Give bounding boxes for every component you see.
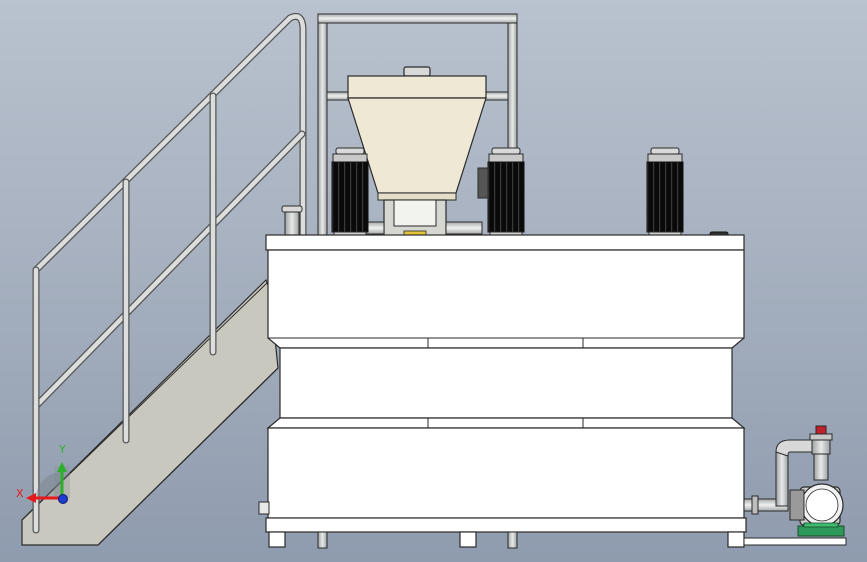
hopper-cone [347,97,487,194]
y-axis-label: Y [59,443,66,456]
dosing-tank [258,234,747,549]
tank-base [265,517,747,533]
hopper-lid [347,75,487,99]
stair-handrail [32,12,307,534]
mixer-motor-left [331,147,369,249]
staircase [21,278,279,546]
stair-stringer [21,278,279,546]
tank-middle-section [279,347,733,419]
coordinate-triad [26,462,70,504]
hopper [347,66,487,249]
transfer-pump [743,425,847,546]
x-axis-label: X [16,487,24,500]
mixer-motor-center [477,147,525,249]
z-axis-dot [58,494,68,504]
hopper-lid-handle [403,66,431,77]
pump-base [797,525,845,537]
tank-top-flange [265,234,745,251]
mixer-motor-right [646,147,684,249]
tank-lower-section [267,427,745,519]
tank-upper-section [267,249,745,349]
